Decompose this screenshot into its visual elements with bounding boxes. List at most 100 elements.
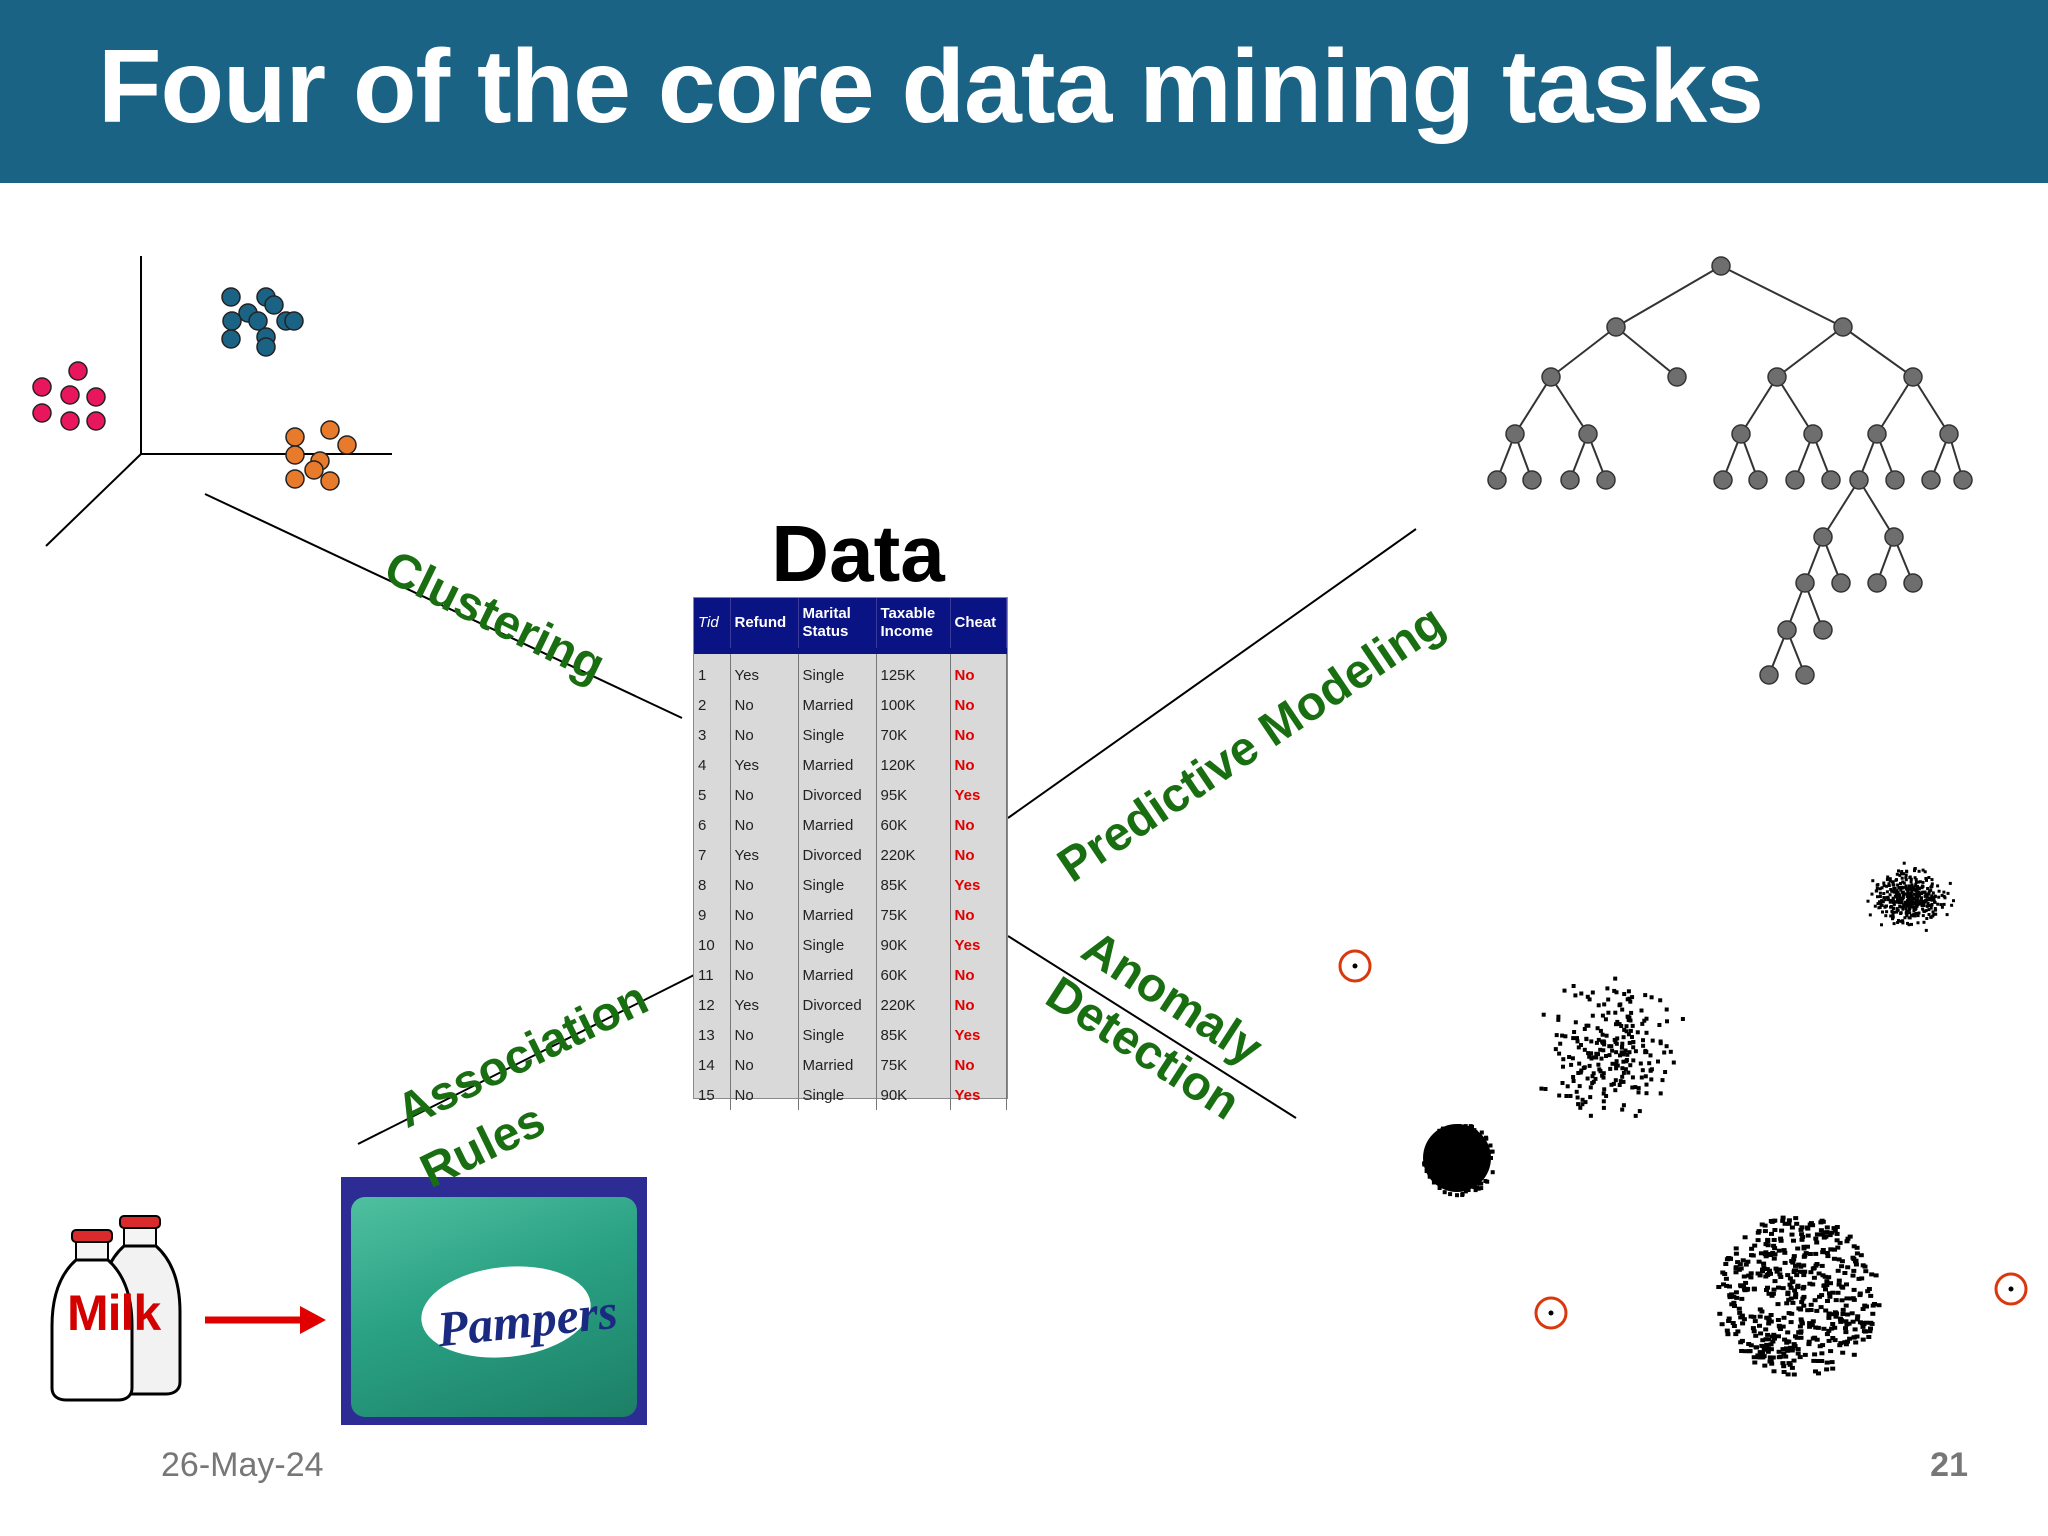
anomaly-point-uniform-cluster [1823,1287,1828,1292]
anomaly-point-dense-cluster [1904,876,1908,880]
anomaly-point-sparse-cluster [1543,1087,1548,1091]
anomaly-point-uniform-cluster [1798,1317,1804,1322]
cell-taxable-income: 85K [876,1020,951,1050]
anomaly-point-uniform-cluster [1812,1298,1818,1303]
anomaly-point-sparse-cluster [1561,1057,1566,1062]
anomaly-point-sparse-cluster [1609,1082,1614,1087]
cluster-point-orange [285,427,305,447]
anomaly-point-uniform-cluster [1722,1272,1728,1276]
anomaly-point-uniform-cluster [1851,1244,1857,1249]
anomaly-point-solid-cluster [1440,1126,1445,1131]
anomaly-point-uniform-cluster [1780,1218,1786,1223]
anomaly-point-dense-cluster [1925,898,1929,902]
anomaly-point-uniform-cluster [1851,1257,1857,1262]
anomaly-point-sparse-cluster [1601,1105,1606,1110]
anomaly-point-uniform-cluster [1757,1323,1762,1328]
anomaly-point-dense-cluster [1921,868,1925,872]
anomaly-point-uniform-cluster [1824,1251,1830,1255]
anomaly-point-uniform-cluster [1760,1351,1765,1356]
cluster-point-pink [60,385,80,405]
anomaly-point-uniform-cluster [1797,1269,1803,1274]
anomaly-point-uniform-cluster [1733,1270,1739,1275]
anomaly-point-dense-cluster [1931,914,1935,918]
anomaly-point-uniform-cluster [1724,1328,1730,1333]
anomaly-point-uniform-cluster [1788,1285,1794,1290]
anomaly-point-sparse-cluster [1610,1048,1615,1053]
anomaly-point-sparse-cluster [1588,1085,1593,1090]
anomaly-point-dense-cluster [1899,888,1903,892]
anomaly-point-dense-cluster [1904,878,1908,882]
anomaly-point-uniform-cluster [1762,1229,1768,1234]
anomaly-point-solid-cluster [1422,1162,1427,1167]
anomaly-point-sparse-cluster [1590,1074,1595,1079]
anomaly-point-sparse-cluster [1584,1036,1589,1041]
column-header-taxable-income: Taxable Income [876,598,951,654]
cluster-point-blue [248,311,268,331]
anomaly-point-dense-cluster [1906,888,1909,892]
anomaly-point-dense-cluster [1895,872,1899,876]
tree-node [1867,573,1887,593]
tree-node [1953,470,1973,490]
cell-tid: 3 [694,720,731,750]
anomaly-point-sparse-cluster [1585,1076,1590,1081]
anomaly-point-uniform-cluster [1739,1296,1745,1301]
anomaly-point-uniform-cluster [1799,1321,1805,1326]
anomaly-point-sparse-cluster [1575,1095,1580,1100]
anomaly-point-uniform-cluster [1820,1343,1826,1348]
anomaly-point-uniform-cluster [1799,1237,1805,1242]
anomaly-point-uniform-cluster [1834,1238,1840,1243]
anomaly-point-uniform-cluster [1870,1311,1876,1316]
anomaly-point-sparse-cluster [1648,1068,1653,1073]
anomaly-point-uniform-cluster [1827,1291,1832,1296]
anomaly-point-sparse-cluster [1606,997,1611,1002]
anomaly-point-dense-cluster [1878,900,1881,904]
anomaly-point-uniform-cluster [1820,1273,1826,1278]
anomaly-point-sparse-cluster [1539,1086,1544,1091]
cell-taxable-income: 85K [876,870,951,900]
anomaly-point-dense-cluster [1875,886,1879,890]
association-arrow-head [300,1306,326,1334]
anomaly-point-sparse-cluster [1598,1028,1603,1033]
anomaly-point-dense-cluster [1924,909,1928,913]
anomaly-point-uniform-cluster [1840,1350,1846,1355]
anomaly-point-dense-cluster [1933,907,1937,910]
anomaly-point-uniform-cluster [1772,1228,1778,1232]
anomaly-point-dense-cluster [1918,880,1922,884]
cell-tid: 8 [694,870,731,900]
anomaly-point-dense-cluster [1886,875,1890,879]
anomaly-point-solid-cluster [1425,1155,1430,1160]
anomaly-point-sparse-cluster [1598,1047,1603,1052]
anomaly-point-sparse-cluster [1626,1070,1631,1075]
outlier-marker [1994,1272,2028,1306]
anomaly-point-sparse-cluster [1614,1062,1619,1067]
anomaly-point-uniform-cluster [1811,1275,1817,1280]
anomaly-point-dense-cluster [1927,898,1931,902]
anomaly-point-uniform-cluster [1851,1335,1857,1340]
tree-node [1731,424,1751,444]
cell-taxable-income: 100K [876,690,951,720]
anomaly-point-dense-cluster [1905,909,1909,913]
anomaly-point-sparse-cluster [1573,1020,1578,1025]
anomaly-point-uniform-cluster [1783,1354,1789,1359]
anomaly-point-solid-cluster [1466,1188,1471,1192]
anomaly-point-uniform-cluster [1840,1307,1846,1312]
outlier-point [1352,963,1358,969]
anomaly-point-uniform-cluster [1781,1351,1787,1356]
anomaly-point-dense-cluster [1945,913,1949,917]
anomaly-point-uniform-cluster [1726,1316,1732,1321]
data-table: Tid Refund Marital Status Taxable Income… [693,597,1008,1110]
anomaly-point-uniform-cluster [1822,1230,1828,1235]
anomaly-point-sparse-cluster [1629,1010,1634,1015]
anomaly-point-uniform-cluster [1745,1259,1751,1264]
anomaly-point-dense-cluster [1920,886,1924,890]
anomaly-point-dense-cluster [1891,880,1894,884]
anomaly-point-uniform-cluster [1823,1234,1829,1239]
anomaly-point-uniform-cluster [1790,1260,1796,1265]
tree-edge [1912,376,1950,435]
anomaly-point-dense-cluster [1882,881,1886,885]
anomaly-point-sparse-cluster [1578,1105,1583,1110]
anomaly-point-sparse-cluster [1587,1063,1592,1068]
